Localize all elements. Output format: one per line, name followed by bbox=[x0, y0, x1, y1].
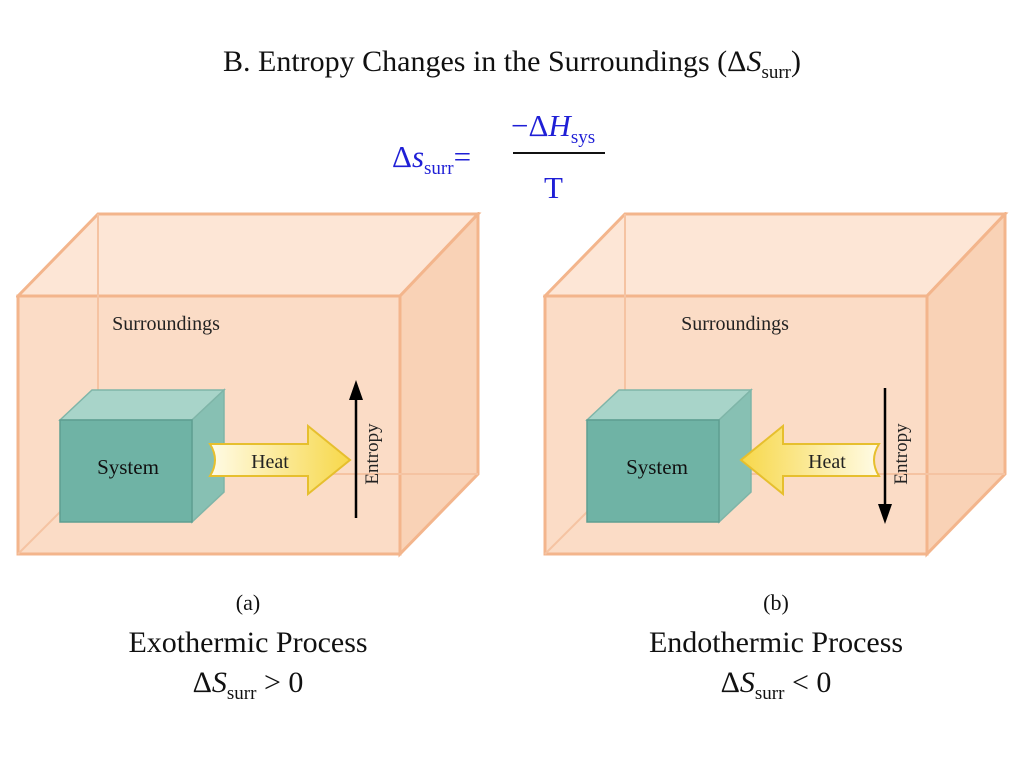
heat-arrow bbox=[739, 423, 881, 497]
entropy-formula: Δssurr= −ΔHsys T bbox=[0, 0, 1024, 220]
heat-label: Heat bbox=[251, 451, 289, 473]
caption-a: (a) bbox=[235, 590, 261, 615]
panel-endothermic: Surroundings System Heat Entropy bbox=[543, 212, 1011, 560]
formula-numerator: −ΔHsys bbox=[511, 108, 596, 149]
formula-lhs: Δssurr= bbox=[392, 139, 472, 180]
system-label: System bbox=[626, 455, 688, 479]
heat-label: Heat bbox=[808, 451, 846, 473]
entropy-relation: ΔSsurr > 0 bbox=[192, 666, 304, 704]
slide-title: B. Entropy Changes in the Surroundings (… bbox=[223, 45, 801, 83]
surroundings-box bbox=[16, 212, 482, 558]
entropy-relation: ΔSsurr < 0 bbox=[720, 666, 832, 704]
panel-exothermic: Surroundings System Heat Entropy bbox=[16, 212, 484, 560]
system-label: System bbox=[97, 455, 159, 479]
surroundings-label: Surroundings bbox=[681, 313, 789, 335]
system-cube bbox=[58, 388, 226, 524]
entropy-up-arrow bbox=[349, 380, 363, 518]
exothermic-description: Exothermic Process ΔSsurr > 0 bbox=[68, 623, 428, 714]
process-title: Endothermic Process bbox=[648, 626, 904, 659]
entropy-down-arrow bbox=[878, 388, 892, 524]
formula-denominator: T bbox=[544, 170, 563, 205]
caption-b: (b) bbox=[763, 590, 789, 615]
endothermic-description: Endothermic Process ΔSsurr < 0 bbox=[596, 623, 956, 714]
fraction-bar bbox=[513, 152, 605, 154]
process-title: Exothermic Process bbox=[128, 626, 368, 659]
heat-arrow bbox=[208, 423, 352, 497]
entropy-label: Entropy bbox=[362, 423, 383, 485]
surroundings-label: Surroundings bbox=[112, 313, 220, 335]
entropy-label: Entropy bbox=[891, 423, 912, 485]
system-cube bbox=[585, 388, 753, 524]
